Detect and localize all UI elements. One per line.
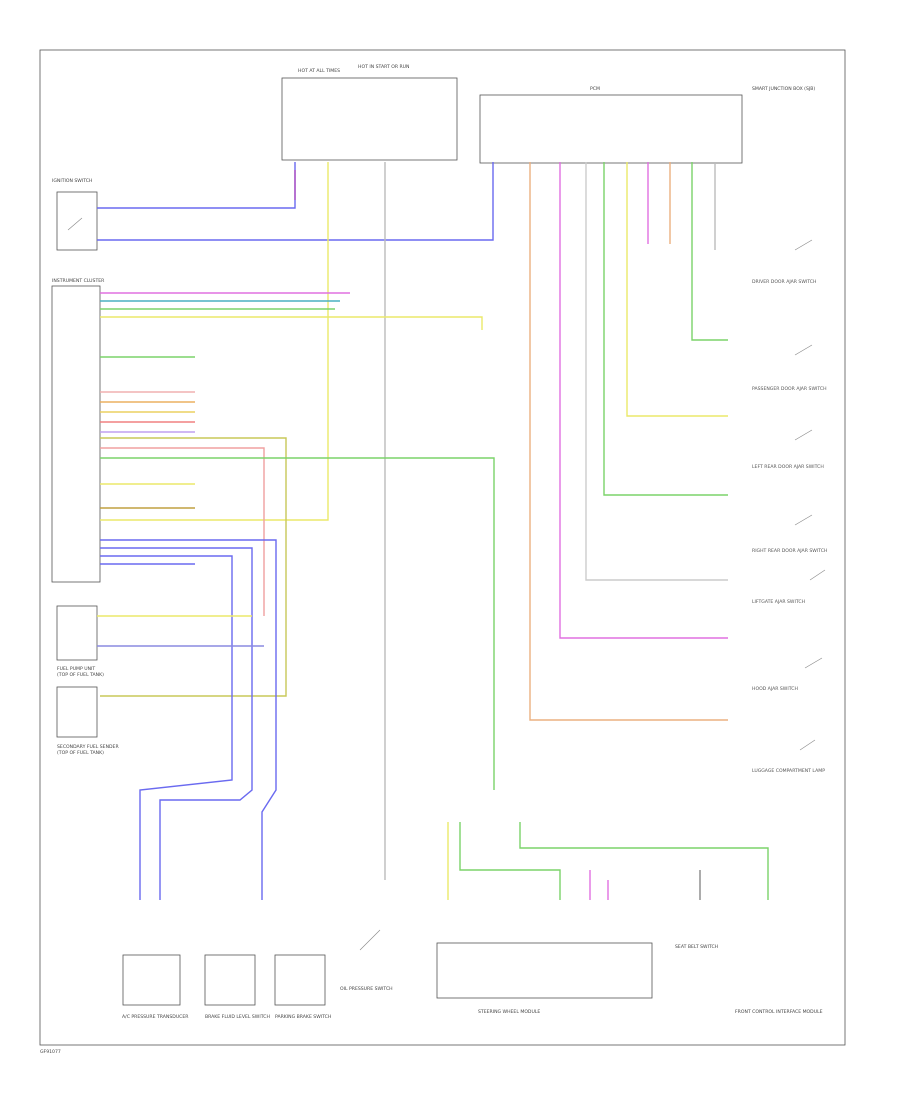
right-label-7: LUGGAGE COMPARTMENT LAMP bbox=[752, 768, 825, 774]
wires bbox=[97, 162, 769, 900]
bottom-label-center: STEERING WHEEL MODULE bbox=[478, 1009, 540, 1015]
right-label-1: DRIVER DOOR AJAR SWITCH bbox=[752, 279, 816, 285]
right-label-4: RIGHT REAR DOOR AJAR SWITCH bbox=[752, 548, 827, 554]
bottom-label-b: BRAKE FLUID LEVEL SWITCH bbox=[205, 1014, 270, 1020]
bottom-label-c: PARKING BRAKE SWITCH bbox=[275, 1014, 331, 1020]
right-label-3: LEFT REAR DOOR AJAR SWITCH bbox=[752, 464, 824, 470]
fuse-label-2: HOT IN START OR RUN bbox=[358, 64, 409, 70]
bottom-label-right-a: SEAT BELT SWITCH bbox=[675, 944, 718, 950]
bottom-center-box bbox=[436, 942, 653, 999]
right-label-6: HOOD AJAR SWITCH bbox=[752, 686, 798, 692]
aux-sender-box bbox=[56, 686, 98, 738]
fuel-sender-sub: (TOP OF FUEL TANK) bbox=[57, 672, 104, 678]
cluster-label: INSTRUMENT CLUSTER bbox=[52, 278, 105, 284]
bottom-label-right-b: FRONT CONTROL INTERFACE MODULE bbox=[735, 1009, 823, 1015]
ignition-switch-label: IGNITION SWITCH bbox=[52, 178, 92, 184]
cluster-connector-box bbox=[51, 285, 101, 583]
right-label-2: PASSENGER DOOR AJAR SWITCH bbox=[752, 386, 827, 392]
fuel-sender-box bbox=[56, 605, 98, 661]
bottom-label-a: A/C PRESSURE TRANSDUCER bbox=[122, 1014, 189, 1020]
ignition-switch-box bbox=[56, 191, 98, 251]
bottom-box-2 bbox=[204, 954, 256, 1006]
footer-code: GF91077 bbox=[40, 1049, 61, 1055]
fuse-label-1: HOT AT ALL TIMES bbox=[298, 68, 340, 74]
right-label-5: LIFTGATE AJAR SWITCH bbox=[752, 599, 805, 605]
fuse-box bbox=[281, 77, 458, 161]
aux-sender-label: SECONDARY FUEL SENDER bbox=[57, 744, 119, 750]
main-module-label: PCM bbox=[590, 86, 600, 92]
diagram-frame bbox=[39, 49, 846, 1046]
oil-switch-contact bbox=[359, 929, 381, 951]
aux-sender-sub: (TOP OF FUEL TANK) bbox=[57, 750, 104, 756]
ignition-switch-contact bbox=[67, 217, 83, 231]
bottom-box-1 bbox=[122, 954, 181, 1006]
main-module-right-label: SMART JUNCTION BOX (SJB) bbox=[752, 86, 815, 92]
bottom-box-3 bbox=[274, 954, 326, 1006]
bottom-label-oil: OIL PRESSURE SWITCH bbox=[340, 986, 393, 992]
right-switch-contacts bbox=[794, 239, 826, 751]
main-module-box bbox=[479, 94, 743, 164]
fuel-sender-label: FUEL PUMP UNIT bbox=[57, 666, 95, 672]
